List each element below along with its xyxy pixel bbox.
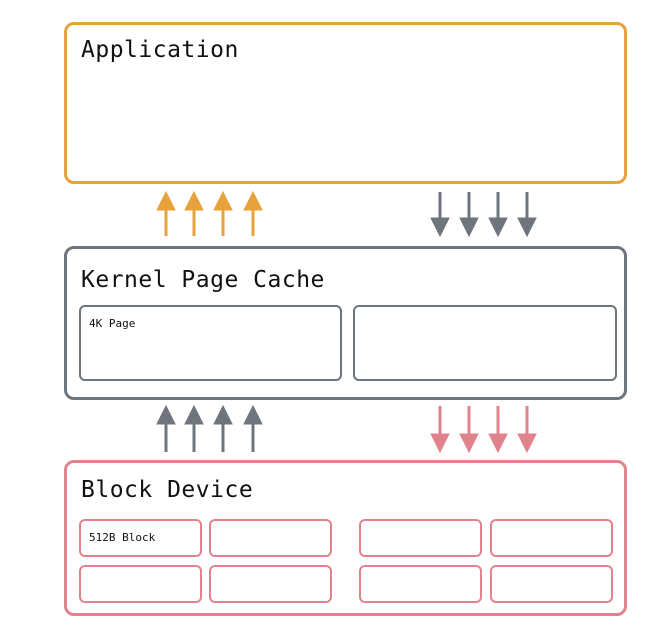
block-cell: 512B Block	[79, 519, 202, 557]
arrow-up-icon	[184, 404, 204, 452]
arrow-up-icon	[243, 404, 263, 452]
arrow-group-app-up	[156, 190, 263, 236]
arrow-up-icon	[243, 190, 263, 236]
application-box: Application	[64, 22, 627, 184]
arrow-group-app-down	[430, 192, 537, 238]
arrow-up-icon	[184, 190, 204, 236]
block-device-title: Block Device	[81, 477, 254, 503]
arrow-down-icon	[459, 406, 479, 454]
arrow-down-icon	[459, 192, 479, 238]
arrow-up-icon	[213, 404, 233, 452]
arrow-down-icon	[488, 406, 508, 454]
block-cell	[490, 565, 613, 603]
arrow-up-icon	[156, 404, 176, 452]
kernel-page-cache-title: Kernel Page Cache	[81, 267, 325, 293]
arrow-group-block-up	[156, 404, 263, 452]
application-title: Application	[81, 37, 239, 63]
block-cell	[359, 565, 482, 603]
block-cell	[490, 519, 613, 557]
kernel-page-right	[353, 305, 617, 381]
arrow-down-icon	[430, 406, 450, 454]
block-label: 512B Block	[89, 531, 156, 544]
kernel-page-left: 4K Page	[79, 305, 342, 381]
block-device-box: Block Device 512B Block	[64, 460, 627, 616]
arrow-up-icon	[156, 190, 176, 236]
arrow-up-icon	[213, 190, 233, 236]
arrow-down-icon	[517, 406, 537, 454]
arrow-down-icon	[517, 192, 537, 238]
block-cell	[359, 519, 482, 557]
arrow-down-icon	[430, 192, 450, 238]
kernel-page-cache-box: Kernel Page Cache 4K Page	[64, 246, 627, 400]
arrow-group-block-down	[430, 406, 537, 454]
arrow-down-icon	[488, 192, 508, 238]
block-cell	[209, 519, 332, 557]
block-cell	[79, 565, 202, 603]
page-label: 4K Page	[89, 317, 136, 330]
block-cell	[209, 565, 332, 603]
